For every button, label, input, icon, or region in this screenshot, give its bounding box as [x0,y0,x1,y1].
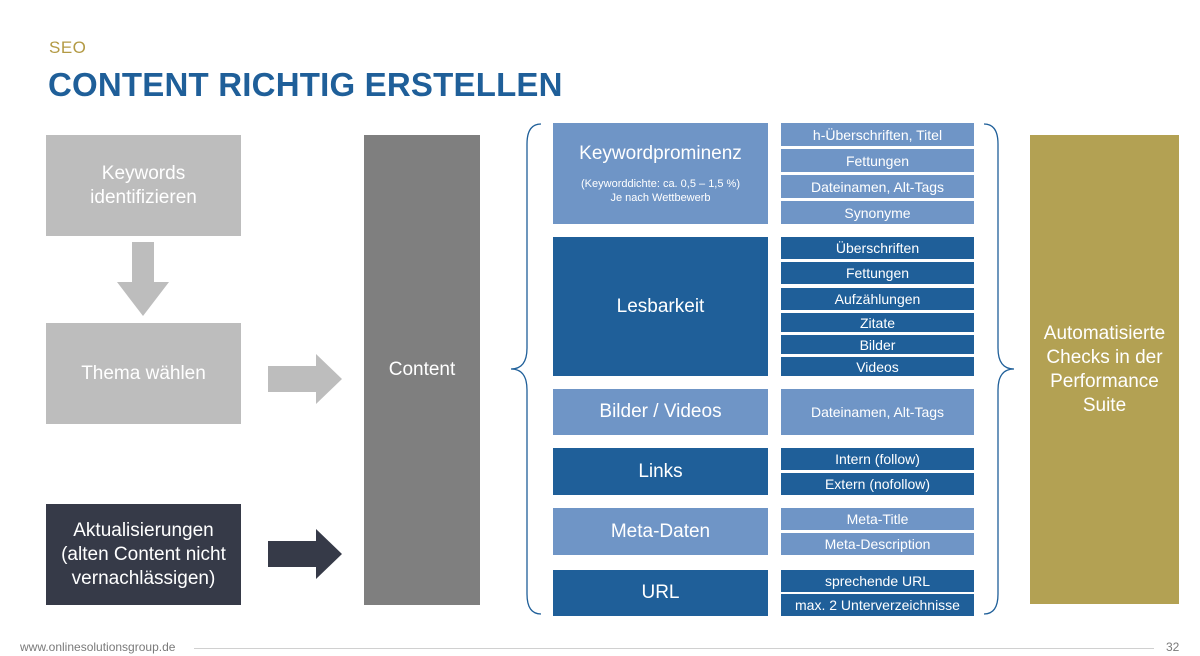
lesbarkeit-item: Fettungen [781,262,974,284]
thema-box: Thema wählen [46,323,241,424]
bilder-videos-box: Bilder / Videos [553,389,768,435]
page-title: CONTENT RICHTIG ERSTELLEN [48,66,563,103]
page-number: 32 [1166,640,1180,654]
lesbarkeit-item: Zitate [781,313,974,332]
keywordprominenz-title: Keywordprominenz [579,142,742,164]
thema-label: Thema wählen [81,362,206,384]
url-box: URL [553,570,768,616]
automated-checks-box: Automatisierte Checks in der Performance… [1030,135,1179,604]
links-box: Links [553,448,768,495]
meta-daten-item: Meta-Description [781,533,974,555]
keywords-label: Keywords identifizieren [90,162,197,208]
url-item: sprechende URL [781,570,974,592]
footer-divider [194,648,1154,649]
footer-url: www.onlinesolutionsgroup.de [20,640,176,654]
aktualisierungen-box: Aktualisierungen (alten Content nicht ve… [46,504,241,605]
bilder-videos-item: Dateinamen, Alt-Tags [781,389,974,435]
keywordprominenz-box: Keywordprominenz (Keyworddichte: ca. 0,5… [553,123,768,224]
right-brace-icon [983,123,1015,615]
arrow-right-icon [268,354,342,404]
left-brace-icon [510,123,542,615]
keywordprominenz-note-1: (Keyworddichte: ca. 0,5 – 1,5 %) [581,177,740,190]
meta-daten-box: Meta-Daten [553,508,768,555]
aktualisierungen-label: Aktualisierungen (alten Content nicht ve… [61,519,226,589]
links-item: Intern (follow) [781,448,974,470]
arrow-right-dark-icon [268,529,342,579]
keywordprominenz-item: Fettungen [781,149,974,172]
lesbarkeit-item: Bilder [781,335,974,354]
meta-daten-item: Meta-Title [781,508,974,530]
lesbarkeit-item: Aufzählungen [781,288,974,310]
lesbarkeit-item: Überschriften [781,237,974,259]
links-item: Extern (nofollow) [781,473,974,495]
arrow-down-icon [117,242,169,316]
url-item: max. 2 Unterverzeichnisse [781,594,974,616]
keywordprominenz-item: h-Überschriften, Titel [781,123,974,146]
keywordprominenz-item: Dateinamen, Alt-Tags [781,175,974,198]
content-column: Content [364,135,480,605]
keywordprominenz-note-2: Je nach Wettbewerb [610,191,711,204]
keywordprominenz-item: Synonyme [781,201,974,224]
section-label: SEO [49,38,87,57]
lesbarkeit-item: Videos [781,357,974,376]
lesbarkeit-box: Lesbarkeit [553,237,768,376]
keywords-box: Keywords identifizieren [46,135,241,236]
automated-checks-label: Automatisierte Checks in der Performance… [1043,322,1166,416]
content-label: Content [388,359,456,380]
